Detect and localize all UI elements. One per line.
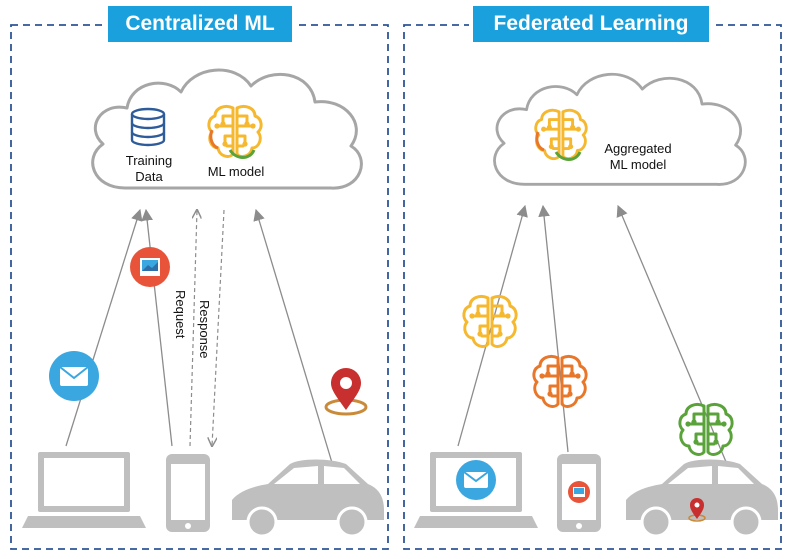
car-icon [626,459,778,538]
location-pin-icon [324,368,368,416]
federated-frame [403,24,782,550]
laptop-icon [414,452,538,528]
response-label: Response [197,300,212,359]
car-model-upload-arrow [616,204,733,477]
aggregated-brain-icon [534,108,588,161]
local-brain-icon-yellow [462,294,518,348]
car-icon [232,459,384,538]
phone-upload-arrow [141,208,173,447]
response-arrow [212,209,225,446]
centralized-ml-title: Centralized ML [108,6,292,42]
aggregated-ml-model-label: Aggregated ML model [604,141,672,172]
smartphone-icon [557,454,601,532]
car-upload-arrow [253,208,337,477]
phone-model-upload-arrow [538,204,569,453]
request-label: Request [173,290,188,339]
email-icon [49,351,99,401]
photo-icon [130,247,170,287]
local-brain-icon-green [678,402,734,456]
federated-learning-title: Federated Learning [473,6,709,42]
brain-icon-overlay [209,129,256,159]
ml-model-label: ML model [207,164,265,179]
laptop-icon [22,452,146,528]
training-data-label: Training Data [125,153,173,184]
request-arrow [189,210,197,447]
centralized-frame [10,24,389,550]
laptop-upload-arrow [65,208,143,447]
database-icon [130,107,166,147]
smartphone-icon [166,454,210,532]
local-brain-icon-orange [532,354,588,408]
